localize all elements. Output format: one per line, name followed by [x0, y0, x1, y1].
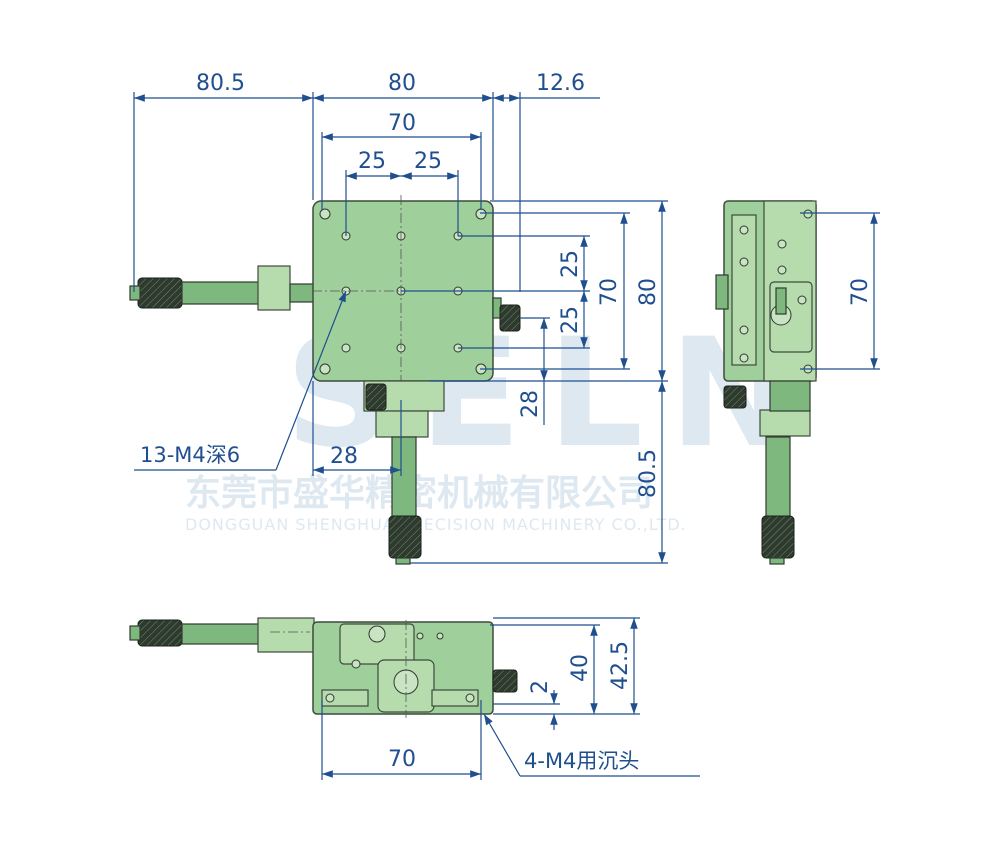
dim-offset-28-horizontal: 28 [330, 444, 358, 469]
front-view [129, 617, 518, 718]
dim-top-left: 80.5 [196, 71, 245, 96]
dim-right-body: 80 [636, 278, 661, 306]
watermark-company-en: DONGGUAN SHENGHUA PRECISION MACHINERY CO… [185, 515, 687, 534]
dimension-labels: 80.5 80 12.6 70 25 25 25 25 70 80 28 80.… [140, 71, 873, 773]
side-view [715, 200, 817, 565]
dim-right-pitch-upper: 25 [558, 250, 583, 278]
dim-top-holes: 70 [388, 111, 416, 136]
dim-offset-28-vertical: 28 [518, 390, 543, 418]
dim-front-40: 40 [568, 654, 593, 682]
left-micrometer [129, 265, 315, 311]
dim-right-pitch-lower: 25 [558, 306, 583, 334]
watermark-company-cn: 东莞市盛华精密机械有限公司 [185, 472, 653, 514]
dim-top-body: 80 [388, 71, 416, 96]
dim-right-holes: 70 [597, 278, 622, 306]
bottom-micrometer [363, 380, 445, 565]
dim-front-70: 70 [388, 747, 416, 772]
dim-side-height: 70 [848, 278, 873, 306]
dimension-lines [133, 92, 880, 780]
dim-bottom-micrometer: 80.5 [636, 449, 661, 498]
dim-front-42-5: 42.5 [608, 641, 633, 690]
dim-top-pitch-left: 25 [358, 149, 386, 174]
dim-top-pitch-right: 25 [414, 149, 442, 174]
dim-top-offset: 12.6 [536, 71, 585, 96]
note-counterbore: 4-M4用沉头 [524, 749, 639, 773]
dim-front-2: 2 [528, 680, 553, 694]
note-tapped-holes: 13-M4深6 [140, 443, 240, 467]
